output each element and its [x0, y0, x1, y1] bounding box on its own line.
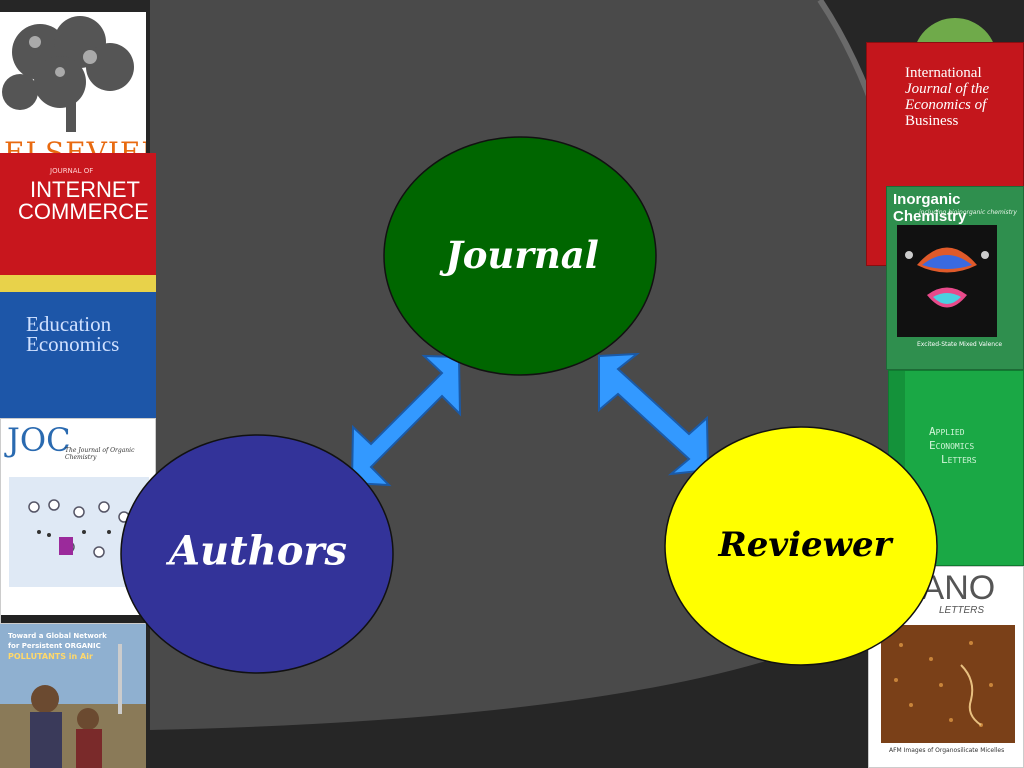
environment-headline-line2: for Persistent ORGANIC — [8, 642, 101, 650]
internet-commerce-title-line2: COMMERCE — [18, 199, 149, 224]
cover-inorganic-chemistry: Inorganic Chemistry including bioinorgan… — [886, 186, 1024, 370]
cover-footer-band — [1, 615, 155, 623]
joc-logo: JOC — [7, 421, 71, 459]
cover-education-economics: Education Economics — [0, 292, 156, 420]
applied-title-line2: Economics — [929, 439, 975, 452]
intl-journal-title-line1: International — [905, 65, 982, 81]
intl-journal-title-line2: Journal of the — [905, 81, 990, 97]
environment-headline-line1: Toward a Global Network — [8, 632, 107, 640]
applied-title-line3: Letters — [941, 453, 977, 466]
cover-environmental-science: Toward a Global Network for Persistent O… — [0, 624, 146, 768]
cover-stripe — [0, 275, 156, 293]
node-authors-label: Authors — [169, 527, 347, 575]
cover-journal-of-internet-commerce: JOURNAL OF INTERNET COMMERCE — [0, 153, 156, 293]
node-journal-label: Journal — [445, 233, 599, 277]
node-reviewer-label: Reviewer — [718, 525, 892, 565]
applied-title-line1: Applied — [929, 425, 965, 438]
cover-nano-letters: NANO LETTERS AFM Images of Organosilicat… — [868, 566, 1024, 768]
cover-joc: JOC The Journal of Organic Chemistry — [0, 418, 156, 624]
inorganic-cover-caption: Excited-State Mixed Valence — [917, 341, 1003, 348]
joc-molecule-image — [9, 477, 149, 587]
environment-headline-line3: POLLUTANTS in Air — [8, 652, 93, 661]
inorganic-title: Inorganic Chemistry — [893, 191, 967, 225]
nano-title: NANO — [897, 569, 996, 607]
joc-subtitle: The Journal of Organic Chemistry — [65, 447, 135, 461]
education-economics-title-line2: Economics — [26, 332, 120, 356]
inorganic-subtitle: including bioinorganic chemistry — [919, 209, 1017, 216]
cover-applied-economics-letters: Applied Economics Letters — [888, 370, 1024, 566]
internet-commerce-title-line1: INTERNET — [30, 177, 140, 202]
elsevier-tree-logo — [0, 12, 146, 140]
inorganic-molecule-image — [897, 225, 997, 337]
education-economics-title-line1: Education — [26, 312, 112, 336]
cover-elsevier: ELSEVIER — [0, 12, 146, 160]
environment-photo — [0, 624, 146, 768]
intl-journal-title-line4: Business — [905, 113, 959, 129]
intl-journal-title-line3: Economics of — [905, 97, 987, 113]
nano-subtitle: LETTERS — [939, 605, 985, 616]
nano-cover-caption: AFM Images of Organosilicate Micelles — [889, 747, 1005, 754]
internet-commerce-small-title: JOURNAL OF — [50, 167, 94, 175]
nano-afm-image — [881, 625, 1015, 743]
